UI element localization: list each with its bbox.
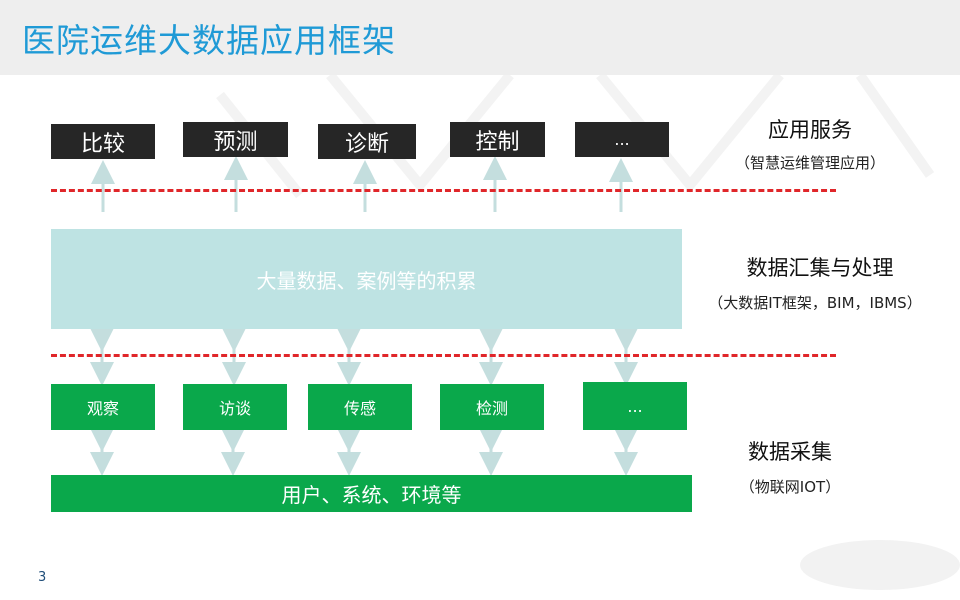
bottom-box-more: ... [583, 382, 687, 430]
side-title-collection: 数据采集 [748, 440, 832, 464]
top-box-label: 控制 [475, 129, 520, 155]
bottom-box-label: 访谈 [218, 399, 251, 418]
separator-top [51, 189, 836, 192]
title-bar: 医院运维大数据应用框架 [0, 0, 960, 75]
top-box-label: ... [614, 130, 630, 149]
top-box-more: ... [575, 122, 669, 157]
top-box-compare: 比较 [51, 124, 155, 159]
top-box-diagnose: 诊断 [318, 124, 416, 159]
top-box-label: 诊断 [344, 131, 389, 157]
top-box-label: 预测 [213, 129, 258, 155]
separator-middle [51, 354, 836, 357]
side-title-processing: 数据汇集与处理 [746, 256, 894, 280]
background-decoration [216, 75, 960, 590]
bottom-box-sensing: 传感 [308, 384, 412, 430]
bottom-box-label: 传感 [343, 399, 376, 418]
bottom-box-label: ... [627, 396, 643, 416]
top-box-label: 比较 [80, 131, 125, 157]
side-sub-collection: （物联网IOT） [739, 478, 841, 496]
page-title: 医院运维大数据应用框架 [22, 21, 396, 60]
top-box-control: 控制 [450, 122, 545, 157]
page-number: 3 [38, 570, 47, 585]
data-accumulation-box: 大量数据、案例等的积累 [51, 229, 682, 329]
bottom-box-label: 观察 [86, 399, 119, 418]
data-accumulation-label: 大量数据、案例等的积累 [256, 268, 477, 293]
top-box-predict: 预测 [183, 122, 288, 157]
bottom-box-interview: 访谈 [183, 384, 287, 430]
bottom-box-detection: 检测 [440, 384, 544, 430]
side-sub-processing: （大数据IT框架，BIM，IBMS） [708, 294, 922, 312]
base-box: 用户、系统、环境等 [51, 475, 692, 512]
side-title-application: 应用服务 [768, 118, 852, 142]
bottom-box-label: 检测 [475, 399, 508, 418]
base-label: 用户、系统、环境等 [281, 483, 462, 507]
side-sub-application: （智慧运维管理应用） [734, 154, 885, 172]
bottom-box-observe: 观察 [51, 384, 155, 430]
